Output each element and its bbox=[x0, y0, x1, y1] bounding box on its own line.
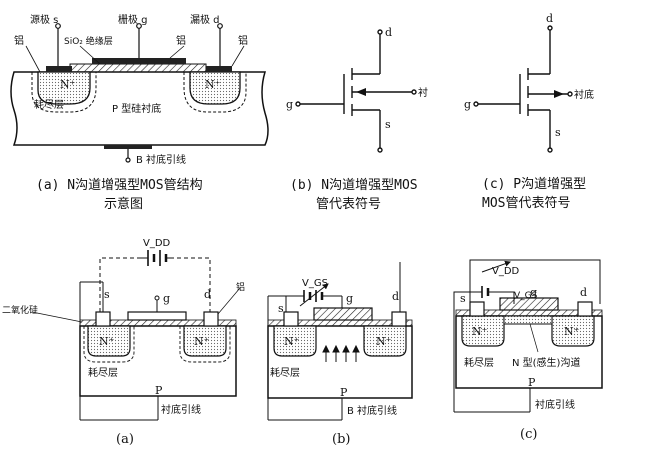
bottom-a-oxide-label: 二氧化硅 bbox=[2, 304, 38, 316]
bottom-c-p: P bbox=[528, 376, 536, 389]
bottom-b-diagram: V_GS s g d N⁺ N⁺ 耗尽层 P B 衬底引线 (b) bbox=[267, 262, 413, 447]
p-channel-symbol bbox=[473, 25, 573, 153]
depletion-right bbox=[183, 72, 247, 113]
bottom-a-n-right: N⁺ bbox=[194, 335, 210, 348]
bottom-a-depletion: 耗尽层 bbox=[88, 367, 118, 379]
n-plus-left bbox=[37, 71, 91, 105]
caption-a-line1: (a) N沟道增强型MOS管结构 bbox=[36, 178, 203, 193]
caption-c-line2: MOS管代表符号 bbox=[482, 195, 570, 211]
bottom-a-g: g bbox=[163, 292, 170, 305]
bottom-b-g: g bbox=[346, 292, 353, 305]
n-plus-right bbox=[189, 71, 241, 105]
bottom-c-substrate-lead: 衬底引线 bbox=[535, 398, 575, 411]
p-symbol-substrate: 衬底 bbox=[574, 88, 594, 101]
label-n-plus-right: N⁺ bbox=[205, 78, 221, 91]
bottom-c-vdd: V_DD bbox=[492, 266, 520, 277]
caption-b-line1: (b) N沟道增强型MOS bbox=[290, 178, 418, 193]
n-symbol-d: d bbox=[385, 26, 392, 39]
bottom-c-caption: (c) bbox=[520, 427, 537, 442]
p-symbol-g: g bbox=[464, 98, 471, 111]
bottom-b-n-left: N⁺ bbox=[284, 335, 300, 348]
label-aluminum-mid: 铝 bbox=[176, 35, 186, 47]
structure-diagram: 源极 s 栅极 g 漏极 d 铝 SiO₂ 绝缘层 铝 铝 N⁺ N⁺ 耗尽层 … bbox=[10, 13, 269, 212]
bottom-c-n-left: N⁺ bbox=[472, 325, 488, 338]
bottom-c-s: s bbox=[460, 292, 466, 305]
substrate-contact bbox=[104, 145, 152, 149]
n-symbol-s: s bbox=[385, 118, 391, 131]
label-depletion: 耗尽层 bbox=[34, 99, 64, 111]
bottom-b-d: d bbox=[392, 290, 399, 303]
aluminum-source bbox=[46, 66, 72, 72]
bottom-b-n-right: N⁺ bbox=[376, 335, 392, 348]
depletion-left bbox=[31, 72, 97, 113]
bottom-c-d: d bbox=[580, 286, 587, 299]
bottom-a-aluminum-label: 铝 bbox=[236, 281, 245, 293]
bottom-a-s: s bbox=[104, 288, 110, 301]
bottom-b-p: P bbox=[340, 386, 348, 399]
bottom-a-n-left: N⁺ bbox=[99, 335, 115, 348]
label-substrate: P 型硅衬底 bbox=[112, 102, 161, 115]
label-source: 源极 s bbox=[30, 13, 58, 26]
bottom-c-depletion: 耗尽层 bbox=[464, 357, 494, 369]
label-aluminum-left: 铝 bbox=[14, 35, 24, 47]
bottom-a-p: P bbox=[155, 384, 163, 397]
bottom-b-substrate-lead: B 衬底引线 bbox=[347, 404, 397, 417]
caption-b-line2: 管代表符号 bbox=[316, 196, 381, 212]
caption-c-line1: (c) P沟道增强型 bbox=[482, 177, 586, 192]
aluminum-drain bbox=[206, 66, 232, 72]
label-substrate-lead: B 衬底引线 bbox=[136, 153, 186, 166]
bottom-a-caption: (a) bbox=[116, 432, 134, 447]
bottom-a-substrate-lead: 衬底引线 bbox=[161, 403, 201, 416]
bottom-a-d: d bbox=[204, 288, 211, 301]
bottom-c-channel-label: N 型(感生)沟道 bbox=[512, 356, 580, 369]
label-sio2: SiO₂ 绝缘层 bbox=[64, 35, 113, 47]
bottom-c-vgs: V_GS bbox=[514, 291, 538, 301]
bottom-c-channel bbox=[503, 315, 553, 325]
n-channel-symbol bbox=[295, 29, 417, 153]
label-drain: 漏极 d bbox=[190, 13, 220, 26]
bottom-a-vdd: V_DD bbox=[143, 238, 171, 249]
p-symbol-d: d bbox=[546, 12, 553, 25]
bottom-b-s: s bbox=[278, 302, 284, 315]
sio2-layer bbox=[69, 63, 207, 73]
aluminum-gate bbox=[92, 58, 186, 64]
bottom-a-diagram: V_DD s g d 二氧化硅 铝 N⁺ N⁺ 耗尽层 P 衬底引线 (a) bbox=[2, 238, 245, 447]
bottom-c-g: g bbox=[530, 286, 537, 299]
p-symbol-s: s bbox=[555, 126, 561, 139]
label-gate: 栅极 g bbox=[118, 13, 148, 26]
bottom-b-depletion: 耗尽层 bbox=[270, 367, 300, 379]
bottom-b-vgs: V_GS bbox=[302, 278, 328, 289]
caption-a-line2: 示意图 bbox=[104, 196, 143, 212]
bottom-c-diagram: V_DD V_GS s g d N⁺ N⁺ 耗尽层 N 型(感生)沟道 P 衬底… bbox=[453, 259, 603, 442]
bottom-c-n-right: N⁺ bbox=[564, 325, 580, 338]
label-aluminum-right: 铝 bbox=[238, 35, 248, 47]
n-symbol-g: g bbox=[286, 98, 293, 111]
n-symbol-substrate: 衬 bbox=[418, 86, 428, 99]
label-n-plus-left: N⁺ bbox=[60, 78, 76, 91]
bottom-b-caption: (b) bbox=[332, 432, 350, 447]
